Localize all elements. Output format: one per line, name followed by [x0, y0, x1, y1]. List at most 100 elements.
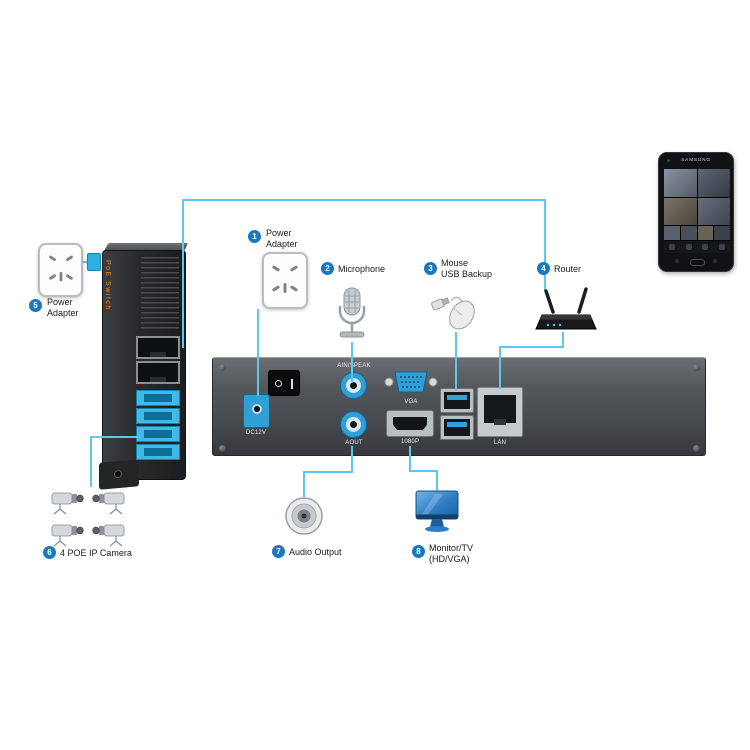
- vga-port-icon: [384, 371, 438, 393]
- mouse-usb-icon: [431, 296, 475, 330]
- socket-holes-icon: [48, 255, 73, 282]
- dc-power-port: [243, 394, 270, 428]
- phone-camera-icon: [667, 159, 670, 162]
- ain-port-label: AIN/SPEAK: [337, 363, 371, 369]
- camera-view-grid: [664, 169, 730, 225]
- dc-port-label: DC12V: [245, 430, 267, 436]
- hdmi-port-label: 1080P: [400, 439, 420, 445]
- callout-5-line2: Adapter: [47, 307, 79, 318]
- ip-camera-icon: [51, 492, 84, 515]
- callout-1-label: Power Adapter: [266, 228, 298, 249]
- callout-3-line2: USB Backup: [441, 268, 493, 279]
- toolbar-button-icon: [685, 244, 692, 250]
- callout-5-line1: Power: [47, 297, 73, 307]
- toolbar-button-icon: [669, 244, 676, 250]
- wall-socket-icon: [262, 252, 308, 309]
- phone-menu-button-icon: [675, 259, 679, 263]
- poe-switch-label: PoE Switch: [104, 260, 111, 311]
- lan-notch-icon: [494, 419, 506, 425]
- callout-6-badge: 6: [43, 546, 56, 559]
- smartphone: SAMSUNG: [658, 152, 734, 272]
- jack-core-icon: [350, 421, 357, 428]
- usb-slot-icon: [444, 392, 470, 409]
- screw-icon: [219, 445, 226, 452]
- ip-camera-group: [50, 486, 128, 548]
- callout-7-badge: 7: [272, 545, 285, 558]
- toolbar-button-icon: [702, 244, 709, 250]
- aout-port-label: AOUT: [345, 440, 363, 446]
- camera-thumbnail: [680, 226, 697, 240]
- router-icon: [535, 287, 597, 330]
- app-toolbar: [664, 241, 730, 253]
- camera-thumbnail: [664, 197, 697, 225]
- lan-port: [477, 387, 523, 437]
- vga-port-label: VGA: [404, 399, 418, 405]
- usb-port-bottom: [440, 415, 474, 440]
- dc-jack-hole-icon: [252, 404, 262, 414]
- callout-1-badge: 1: [248, 230, 261, 243]
- phone-back-button-icon: [713, 259, 717, 263]
- phone-brand-label: SAMSUNG: [681, 157, 711, 163]
- screw-icon: [693, 445, 700, 452]
- switch-poe-port-3: [136, 426, 180, 442]
- power-switch[interactable]: [268, 370, 300, 396]
- callout-3-badge: 3: [424, 262, 437, 275]
- monitor-icon: [415, 490, 459, 532]
- camera-thumbnail: [664, 169, 697, 197]
- callout-4-label: Router: [554, 264, 582, 274]
- switch-poe-port-2: [136, 408, 180, 424]
- power-on-symbol-icon: [291, 379, 293, 389]
- callout-8-label: Monitor/TV (HD/VGA): [429, 543, 473, 564]
- switch-poe-port-4: [136, 444, 180, 460]
- phone-home-button: [690, 259, 705, 266]
- wall-socket-icon: [38, 243, 83, 297]
- jack-ring-icon: [346, 378, 361, 393]
- switch-vents-icon: [141, 257, 179, 329]
- camera-thumbnail: [697, 226, 714, 240]
- jack-ring-icon: [346, 417, 361, 432]
- callout-6-label: 4 POE IP Camera: [60, 548, 132, 558]
- hdmi-port: [386, 410, 434, 437]
- callout-3-label: Mouse USB Backup: [441, 258, 492, 279]
- callout-8-line2: (HD/VGA): [429, 553, 470, 564]
- switch-uplink-port-1: [136, 336, 180, 359]
- screw-icon: [219, 364, 226, 371]
- callout-3-line1: Mouse: [441, 258, 469, 268]
- screw-icon: [693, 364, 700, 371]
- lan-slot-icon: [484, 395, 516, 423]
- switch-uplink-port-2: [136, 361, 180, 384]
- callout-5-badge: 5: [29, 299, 42, 312]
- callout-2-badge: 2: [321, 262, 334, 275]
- callout-4-badge: 4: [537, 262, 550, 275]
- usb-port-top: [440, 388, 474, 413]
- callout-1-line1: Power: [266, 228, 292, 238]
- ip-camera-icon: [92, 492, 125, 515]
- phone-screen: [664, 169, 730, 253]
- camera-thumbnail: [697, 197, 730, 225]
- switch-poe-port-1: [136, 390, 180, 406]
- jack-core-icon: [350, 382, 357, 389]
- speaker-icon: [285, 497, 323, 535]
- usb-slot-icon: [444, 419, 470, 436]
- audio-out-jack: [340, 411, 367, 438]
- ip-camera-icon: [51, 524, 84, 547]
- microphone-icon: [338, 287, 366, 338]
- callout-8-badge: 8: [412, 545, 425, 558]
- toolbar-button-icon: [718, 244, 725, 250]
- callout-2-label: Microphone: [338, 264, 386, 274]
- lan-port-label: LAN: [493, 440, 507, 446]
- camera-thumbnail: [714, 226, 730, 240]
- power-plug-icon: [87, 253, 101, 271]
- socket-holes-icon: [272, 265, 298, 293]
- callout-8-line1: Monitor/TV: [429, 543, 474, 553]
- hdmi-slot-icon: [393, 417, 427, 430]
- camera-thumbnail-strip: [664, 226, 730, 240]
- callout-7-label: Audio Output: [289, 547, 342, 557]
- power-off-symbol-icon: [275, 380, 282, 387]
- callout-1-line2: Adapter: [266, 238, 298, 249]
- callout-5-label: Power Adapter: [47, 297, 79, 318]
- camera-thumbnail: [664, 226, 680, 240]
- mount-hole-icon: [114, 469, 122, 479]
- ip-camera-icon: [92, 524, 125, 547]
